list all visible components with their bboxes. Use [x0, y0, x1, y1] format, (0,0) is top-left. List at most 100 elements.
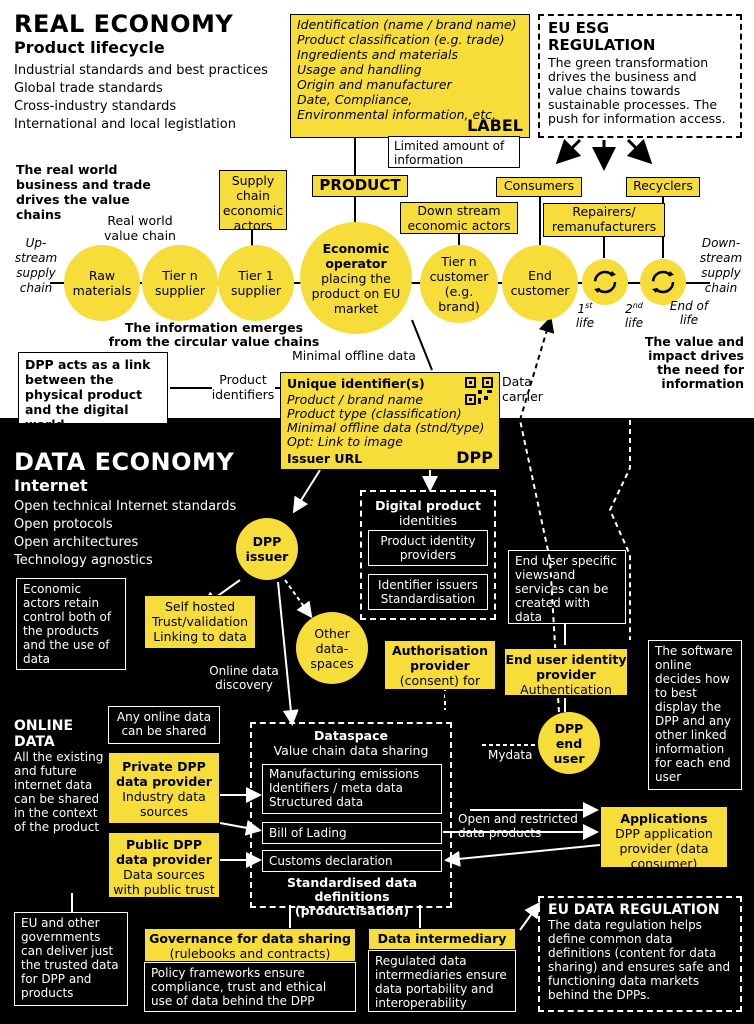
end-user-views-note: End user specific views and services can… [508, 550, 626, 624]
dpp-tag: DPP [456, 448, 493, 467]
eu-data-reg-text: The data regulation helps define common … [548, 918, 731, 1002]
real-economy-title: REAL ECONOMY [14, 10, 234, 38]
eu-data-regulation-box: EU DATA REGULATION The data regulation h… [538, 896, 742, 1012]
raw-materials-node[interactable]: Raw materials [64, 245, 140, 321]
data-economy-subtitle: Internet [14, 476, 88, 495]
label-line: Usage and handling [297, 62, 422, 77]
tier-n-customer-node[interactable]: Tier n customer (e.g. brand) [420, 245, 498, 323]
dataspace-title: Dataspace [314, 728, 388, 743]
identifier-issuers: Identifier issuers Standardisation [368, 574, 488, 610]
open-restricted-label: Open and restricted data products [458, 812, 578, 840]
info-emerges-note: The information emerges from the circula… [108, 320, 320, 349]
dataspace-subtitle: Value chain data sharing [273, 743, 429, 758]
standardised-note: Standardised data definitions (productis… [286, 875, 418, 918]
dpp-issuer-node[interactable]: DPP issuer [236, 518, 298, 580]
label-line: Environmental information, etc. [297, 107, 496, 122]
online-discovery-label: Online data discovery [209, 664, 279, 692]
data-standards-list: Open technical Internet standards Open p… [14, 498, 264, 570]
auth-provider-title: Authorisation provider [391, 643, 489, 673]
standard-item: Industrial standards and best practices [14, 63, 268, 78]
data-economy-title: DATA ECONOMY [14, 448, 235, 476]
economic-actors-note: Economic actors retain control both of t… [16, 578, 126, 670]
dpp-line: Product type (classification) [287, 406, 462, 421]
intermediary-text: Regulated data intermediaries ensure dat… [368, 950, 516, 1012]
private-provider-title: Private DPP data provider [116, 759, 212, 789]
product-identifiers-label: Product identifiers [211, 372, 275, 402]
private-provider-text: Industry data sources [122, 789, 206, 819]
repairers-label: Repairers/ remanufacturers [543, 203, 665, 237]
public-provider-text: Data sources with public trust [113, 867, 215, 897]
data-standard-item: Open protocols [14, 517, 113, 532]
supply-chain-actors: Supply chain economic actors [219, 170, 287, 233]
auth-provider-text: (consent) for data sharing [399, 673, 481, 703]
eu-gov-note: EU and other governments can deliver jus… [14, 912, 128, 1006]
public-provider-title: Public DPP data provider [116, 837, 212, 867]
other-dataspaces-node[interactable]: Other data-spaces [296, 612, 368, 684]
self-hosted-box: Self hosted Trust/validation Linking to … [144, 595, 256, 649]
tier-1-supplier-node[interactable]: Tier 1 supplier [218, 245, 294, 321]
downstream-label: Down-stream supply chain [699, 236, 743, 295]
raw-materials-label: Raw materials [72, 268, 132, 298]
cycle-icon [582, 259, 628, 305]
standard-item: Global trade standards [14, 81, 163, 96]
governance-title: Governance for data sharing [149, 931, 351, 946]
real-economy-subtitle: Product lifecycle [14, 38, 165, 57]
data-economy-section [0, 418, 754, 1024]
upstream-label: Up-stream supply chain [14, 236, 58, 295]
label-line: Origin and manufacturer [297, 77, 452, 92]
label-line: Date, Compliance, [297, 92, 413, 107]
software-note: The software online decides how to best … [648, 640, 742, 790]
manufacturing-item[interactable]: Manufacturing emissions Identifiers / me… [262, 764, 442, 814]
qr-code-icon [465, 377, 493, 405]
tier-1-label: Tier 1 supplier [230, 268, 282, 298]
dpp-end-user-label: DPP end user [553, 720, 585, 766]
label-title: LABEL [467, 116, 523, 135]
dpp-end-user-node[interactable]: DPP end user [538, 712, 600, 774]
value-impact-note: The value and impact drives the need for… [644, 334, 744, 391]
mydata-label: Mydata [488, 748, 533, 762]
end-customer-node[interactable]: End customer [502, 245, 578, 321]
end-customer-label: End customer [510, 268, 570, 298]
dpp-line: Minimal offline data (stnd/type) [287, 420, 485, 435]
governance-text: Policy frameworks ensure compliance, tru… [144, 962, 356, 1012]
econ-operator-bold: Economic operator [322, 240, 390, 271]
other-dataspaces-label: Other data-spaces [310, 625, 354, 671]
data-standard-item: Technology agnostics [14, 553, 153, 568]
end-user-identity-title: End user identity provider [505, 652, 627, 682]
auth-provider[interactable]: Authorisation provider(consent) for data… [384, 640, 496, 703]
standards-list: Industrial standards and best practices … [14, 62, 294, 134]
intermediary-header: Data intermediary [368, 928, 516, 950]
identities-title: Digital product [375, 498, 481, 513]
standard-item: International and local legistlation [14, 117, 236, 132]
real-world-note: The real world business and trade drives… [16, 162, 151, 222]
tier-n-supplier-node[interactable]: Tier n supplier [142, 245, 218, 321]
customs-declaration-item[interactable]: Customs declaration [262, 850, 442, 872]
online-data-text: All the existing and future internet dat… [14, 750, 104, 834]
standard-item: Cross-industry standards [14, 99, 177, 114]
online-data-title: ONLINE DATA [14, 718, 74, 750]
downstream-actors: Down stream economic actors [400, 202, 518, 234]
bill-of-lading-item[interactable]: Bill of Lading [262, 822, 442, 844]
data-standard-item: Open technical Internet standards [14, 499, 237, 514]
esg-box: EU ESG REGULATION The green transformati… [538, 14, 742, 138]
dpp-box[interactable]: Unique identifier(s) Product / brand nam… [280, 372, 500, 470]
dpp-link-note: DPP acts as a link between the physical … [18, 352, 168, 432]
cycle-icon [640, 259, 686, 305]
governance-header: Governance for data sharing(rulebooks an… [144, 928, 356, 962]
applications-text: DPP application provider (data consumer) [615, 826, 713, 871]
any-online-note: Any online data can be shared [108, 706, 220, 744]
dpp-line: Product / brand name [287, 392, 424, 407]
issuer-url: Issuer URL [287, 451, 363, 466]
identities-subtitle: identities [399, 513, 457, 528]
applications-title: Applications [620, 811, 708, 826]
dpp-lines: Product / brand name Product type (class… [287, 393, 484, 449]
end-user-identity-text: Authentication [520, 682, 612, 697]
label-line: Identification (name / brand name) [297, 17, 517, 32]
